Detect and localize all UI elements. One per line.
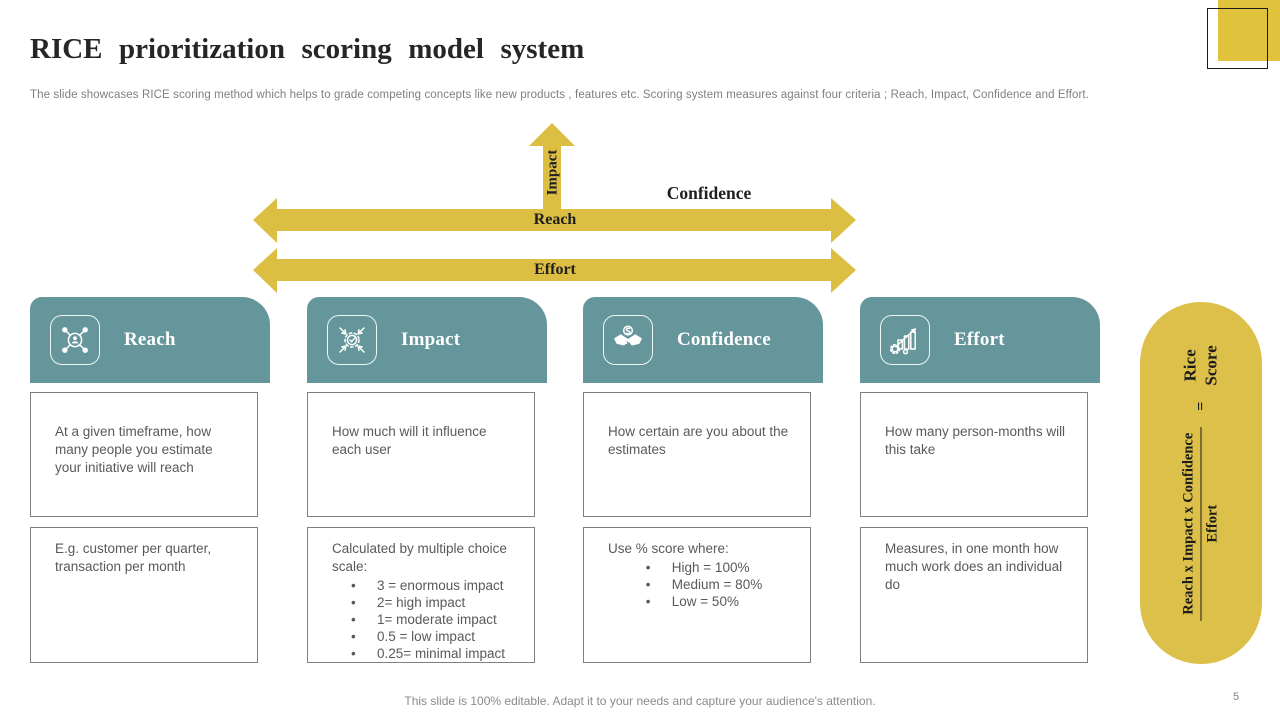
list-item: 2= high impact — [351, 594, 505, 611]
list-item: 3 = enormous impact — [351, 577, 505, 594]
card-effort-example: Measures, in one month how much work doe… — [885, 541, 1063, 592]
bullet-dot — [351, 628, 377, 645]
card-impact-scale-box: Calculated by multiple choice scale: 3 =… — [307, 527, 535, 663]
bullet-dot — [351, 577, 377, 594]
rice-score-pill: Reach x Impact x Confidence Effort = Ric… — [1140, 302, 1262, 664]
card-reach-header: Reach — [30, 297, 270, 383]
list-item: 1= moderate impact — [351, 611, 505, 628]
confidence-axis-label: Confidence — [666, 183, 752, 203]
card-impact-scale-lead: Calculated by multiple choice scale: — [332, 541, 507, 574]
corner-outline-square — [1207, 8, 1268, 69]
card-impact-header: Impact — [307, 297, 547, 383]
card-reach-example-box: E.g. customer per quarter, transaction p… — [30, 527, 258, 663]
card-confidence-description: How certain are you about the estimates — [608, 424, 789, 457]
bullet-dot — [646, 559, 672, 576]
handshake-icon — [603, 315, 653, 365]
impact-scale-list: 3 = enormous impact 2= high impact 1= mo… — [351, 577, 505, 663]
card-impact-title: Impact — [401, 329, 461, 350]
axes-arrows-graphic — [253, 123, 856, 293]
audience-network-icon — [50, 315, 100, 365]
bullet-dot — [351, 611, 377, 628]
card-effort-title: Effort — [954, 329, 1005, 350]
footer-note: This slide is 100% editable. Adapt it to… — [404, 694, 876, 708]
card-impact-description: How much will it influence each user — [332, 424, 487, 457]
card-effort-description: How many person-months will this take — [885, 424, 1066, 457]
list-item: High = 100% — [646, 559, 762, 576]
card-confidence-scale-box: Use % score where: High = 100% Medium = … — [583, 527, 811, 663]
card-impact-description-box: How much will it influence each user — [307, 392, 535, 517]
impact-converge-icon — [327, 315, 377, 365]
bullet-dot — [351, 645, 377, 662]
rice-score-formula: Reach x Impact x Confidence Effort = Ric… — [1180, 318, 1222, 648]
card-impact: Impact How much will it influence each u… — [307, 297, 547, 663]
formula-numerator: Reach x Impact x Confidence — [1180, 426, 1202, 621]
page-title: RICE prioritization scoring model system — [30, 33, 585, 65]
corner-yellow-square — [1218, 0, 1280, 61]
list-item: 0.5 = low impact — [351, 628, 505, 645]
card-confidence-header: Confidence — [583, 297, 823, 383]
reach-axis-label: Reach — [533, 211, 577, 228]
card-reach: Reach At a given timeframe, how many peo… — [30, 297, 270, 663]
confidence-scale-list: High = 100% Medium = 80% Low = 50% — [646, 559, 762, 610]
card-confidence-title: Confidence — [677, 329, 771, 350]
card-confidence: Confidence How certain are you about the… — [583, 297, 823, 663]
card-effort-example-box: Measures, in one month how much work doe… — [860, 527, 1088, 663]
list-item: Medium = 80% — [646, 576, 762, 593]
effort-axis-label: Effort — [534, 261, 576, 278]
formula-fraction: Reach x Impact x Confidence Effort — [1180, 426, 1222, 621]
card-reach-title: Reach — [124, 329, 176, 350]
card-effort-header: Effort — [860, 297, 1100, 383]
list-item: 0.25= minimal impact — [351, 645, 505, 662]
list-item: Low = 50% — [646, 593, 762, 610]
card-effort-description-box: How many person-months will this take — [860, 392, 1088, 517]
page-number: 5 — [1232, 691, 1240, 703]
card-reach-example: E.g. customer per quarter, transaction p… — [55, 541, 212, 574]
bullet-dot — [646, 576, 672, 593]
bullet-dot — [351, 594, 377, 611]
card-confidence-scale-lead: Use % score where: — [608, 541, 729, 556]
effort-double-arrow — [253, 248, 856, 293]
equals-sign: = — [1192, 401, 1209, 411]
slide-subtitle: The slide showcases RICE scoring method … — [30, 89, 1090, 101]
card-reach-description-box: At a given timeframe, how many people yo… — [30, 392, 258, 517]
effort-chart-icon — [880, 315, 930, 365]
formula-denominator: Effort — [1204, 504, 1221, 543]
bullet-dot — [646, 593, 672, 610]
card-effort: Effort How many person-months will this … — [860, 297, 1100, 663]
rice-score-label: Rice Score — [1180, 345, 1220, 386]
impact-axis-label: Impact — [544, 149, 561, 196]
impact-up-arrow — [529, 123, 575, 209]
reach-double-arrow — [253, 198, 856, 243]
card-confidence-description-box: How certain are you about the estimates — [583, 392, 811, 517]
card-reach-description: At a given timeframe, how many people yo… — [55, 424, 213, 475]
